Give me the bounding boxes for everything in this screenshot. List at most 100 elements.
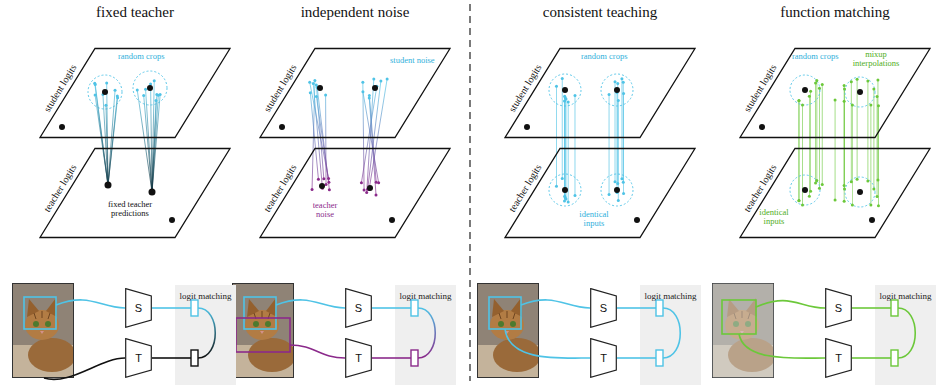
trapezoid-outline — [346, 339, 372, 378]
logit-point — [834, 198, 837, 201]
logit-point — [821, 83, 824, 86]
logit-point — [818, 187, 821, 190]
network-letter: T — [590, 338, 617, 378]
connector — [152, 357, 175, 359]
logit-point — [876, 95, 879, 98]
logit-point — [801, 103, 804, 106]
panel-title: independent noise — [255, 4, 455, 21]
matching-curve — [663, 308, 680, 358]
logit-dot — [802, 187, 808, 193]
input-image — [712, 283, 776, 378]
trapezoid-outline — [826, 339, 852, 378]
logit-point — [573, 94, 576, 97]
logit-point — [866, 179, 869, 182]
logit-plane: student logits — [40, 48, 230, 138]
crop-ring — [601, 74, 633, 106]
logit-point — [368, 96, 371, 99]
panel-title: fixed teacher — [35, 4, 235, 21]
logit-dot — [614, 87, 620, 93]
logit-point — [94, 94, 97, 97]
logit-point — [809, 190, 812, 193]
logit-point — [814, 81, 817, 84]
panel-heading: logit matching — [644, 292, 696, 302]
logit-point — [375, 181, 378, 184]
plane-outline — [40, 148, 230, 238]
network-trapezoid: T — [345, 338, 372, 378]
logit-point — [149, 82, 152, 85]
input-figure — [477, 283, 590, 378]
logit-link — [799, 101, 800, 201]
logit-point — [315, 95, 318, 98]
logit-point — [153, 79, 156, 82]
connector — [852, 357, 875, 359]
logit-point — [617, 199, 620, 202]
logit-point — [567, 200, 570, 203]
trapezoid-outline — [826, 289, 852, 328]
logit-point — [869, 104, 872, 107]
logit-wire — [875, 357, 891, 359]
logit-link — [816, 81, 817, 181]
panel-heading: logit matching — [179, 292, 231, 302]
logit-point — [327, 177, 330, 180]
logit-point — [872, 87, 875, 90]
panel-ground — [395, 285, 456, 385]
logit-dot — [857, 89, 863, 95]
connector — [617, 357, 640, 359]
logit-dot — [562, 87, 568, 93]
logit-point — [843, 200, 846, 203]
logit-link — [107, 83, 108, 185]
logit-point — [154, 99, 157, 102]
logit-point — [850, 80, 853, 83]
network-trapezoid: T — [125, 338, 152, 378]
plane-outline — [740, 48, 930, 138]
plane-outline — [740, 49, 930, 138]
annotation-label: random crops — [118, 52, 165, 61]
plane-outline — [260, 49, 450, 138]
matching-curve — [418, 308, 435, 358]
logit-point — [814, 181, 817, 184]
logit-link — [877, 80, 878, 180]
network-letter: S — [590, 288, 617, 328]
logit-point — [877, 204, 880, 207]
logit-link — [609, 94, 610, 194]
plane-outline — [505, 49, 695, 138]
logit-point — [327, 181, 330, 184]
logit-point — [114, 89, 117, 92]
logit-point — [843, 187, 846, 190]
annotation-label: identical inputs — [754, 208, 794, 227]
connector — [152, 307, 175, 309]
logit-point — [324, 93, 327, 96]
logit-point — [555, 85, 558, 88]
logit-point — [608, 93, 611, 96]
logit-point — [872, 187, 875, 190]
logit-link — [137, 90, 152, 192]
input-figure — [12, 283, 125, 379]
logit-wire — [175, 307, 191, 309]
logit-point — [843, 87, 846, 90]
logit-link — [870, 105, 871, 205]
input-image — [232, 283, 296, 378]
logit-point — [561, 177, 564, 180]
logit-point — [567, 100, 570, 103]
annotation-label: random crops — [581, 52, 628, 61]
matching-curve — [198, 308, 215, 358]
logit-point — [312, 82, 315, 85]
logit-dot — [367, 185, 373, 191]
logit-dot — [102, 89, 108, 95]
crop-box — [722, 300, 756, 334]
plane-outline — [505, 149, 695, 238]
logit-link — [574, 96, 575, 196]
logit-point — [308, 81, 311, 84]
logit-point — [614, 80, 617, 83]
crop-box — [24, 297, 56, 329]
logit-point — [363, 188, 366, 191]
logit-plane: student logits — [740, 48, 930, 138]
logit-point — [116, 96, 119, 99]
logit-link — [562, 79, 563, 179]
logit-link — [835, 100, 836, 200]
logit-point — [818, 87, 821, 90]
logit-matching-panel: logit matching — [395, 285, 456, 385]
plane-outline — [40, 149, 230, 238]
logit-point — [313, 79, 316, 82]
logit-point — [622, 81, 625, 84]
